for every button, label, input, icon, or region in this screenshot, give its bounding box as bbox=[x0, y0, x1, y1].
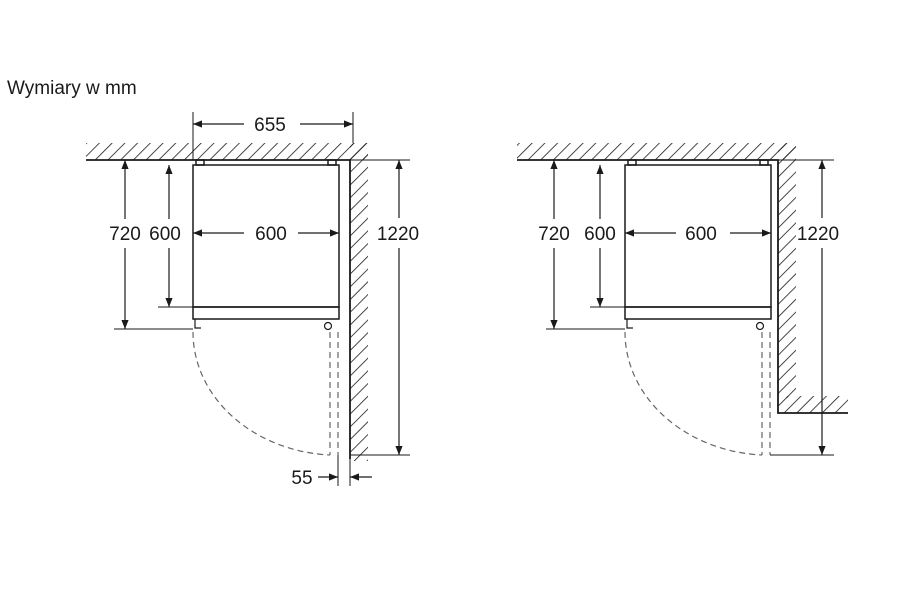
wall-hatching bbox=[86, 143, 368, 461]
diagram-left: 655 600 720 600 1220 55 bbox=[86, 112, 419, 489]
page-title: Wymiary w mm bbox=[7, 78, 137, 99]
dim-label-body-height: 600 bbox=[584, 224, 616, 245]
dim-label-depth-total: 655 bbox=[254, 115, 286, 136]
dim-label-door-swing-depth: 1220 bbox=[797, 224, 839, 245]
wall-hatching bbox=[517, 143, 848, 414]
dimension-lines bbox=[121, 120, 403, 481]
door-swing bbox=[624, 331, 771, 456]
dim-label-body-height: 600 bbox=[149, 224, 181, 245]
dim-label-door-height: 720 bbox=[538, 224, 570, 245]
dimension-lines bbox=[550, 160, 826, 455]
dim-label-appliance-width: 600 bbox=[255, 224, 287, 245]
door-swing bbox=[192, 331, 339, 456]
dim-label-door-height: 720 bbox=[109, 224, 141, 245]
appliance-body bbox=[624, 159, 772, 331]
dim-label-door-swing-depth: 1220 bbox=[377, 224, 419, 245]
dim-label-appliance-width: 600 bbox=[685, 224, 717, 245]
dim-label-wall-gap: 55 bbox=[291, 468, 312, 489]
diagram-right: 600 720 600 1220 bbox=[517, 143, 848, 456]
